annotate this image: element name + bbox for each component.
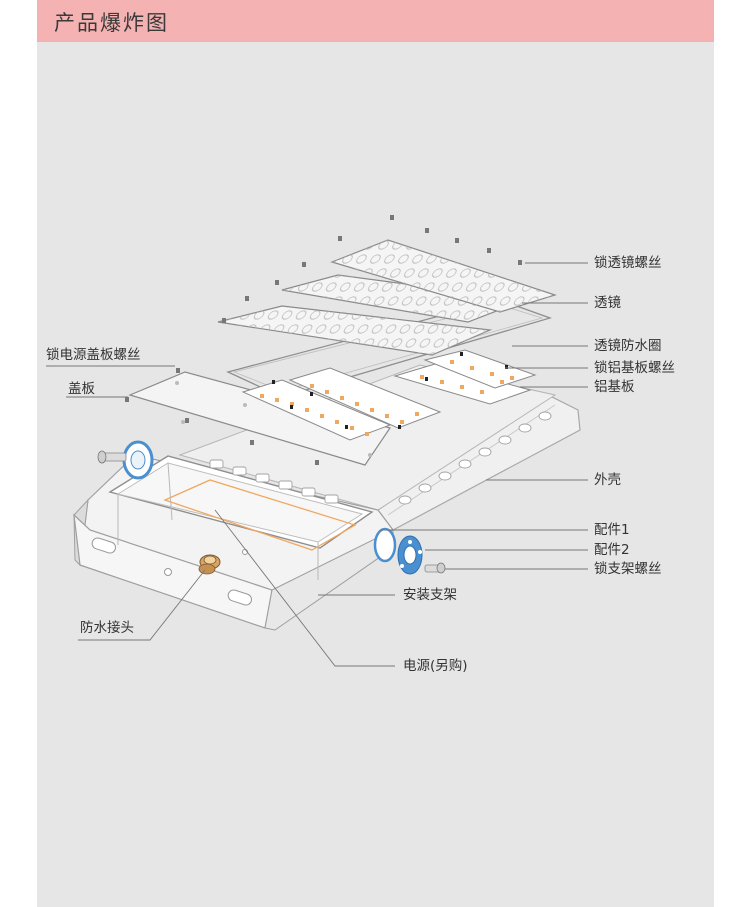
label-lens: 透镜: [594, 295, 621, 311]
label-bracket-screw: 锁支架螺丝: [594, 561, 662, 577]
label-aluminum-board: 铝基板: [594, 379, 635, 395]
label-mount-bracket: 安装支架: [403, 587, 457, 603]
label-cover-screw: 锁电源盖板螺丝: [46, 347, 141, 363]
right-bracket-assembly: [373, 527, 446, 575]
label-part2: 配件2: [594, 542, 630, 558]
label-cover: 盖板: [68, 381, 95, 397]
header-bar: 产品爆炸图: [37, 0, 714, 42]
label-part1: 配件1: [594, 522, 630, 538]
label-aluminum-screw: 锁铝基板螺丝: [594, 360, 675, 376]
label-lens-seal: 透镜防水圈: [594, 338, 662, 354]
label-waterproof-connector: 防水接头: [80, 620, 134, 636]
aluminum-boards: [241, 349, 537, 441]
label-lens-screw: 锁透镜螺丝: [594, 255, 662, 271]
screws: [125, 215, 522, 465]
left-bracket: [97, 440, 154, 480]
lens-panels: [217, 239, 557, 356]
leader-lines: [46, 262, 588, 667]
label-power-supply: 电源(另购): [403, 658, 468, 674]
waterproof-connector: [198, 554, 221, 575]
label-housing: 外壳: [594, 472, 621, 488]
page-title: 产品爆炸图: [54, 11, 169, 35]
cover-plate: [128, 371, 391, 466]
